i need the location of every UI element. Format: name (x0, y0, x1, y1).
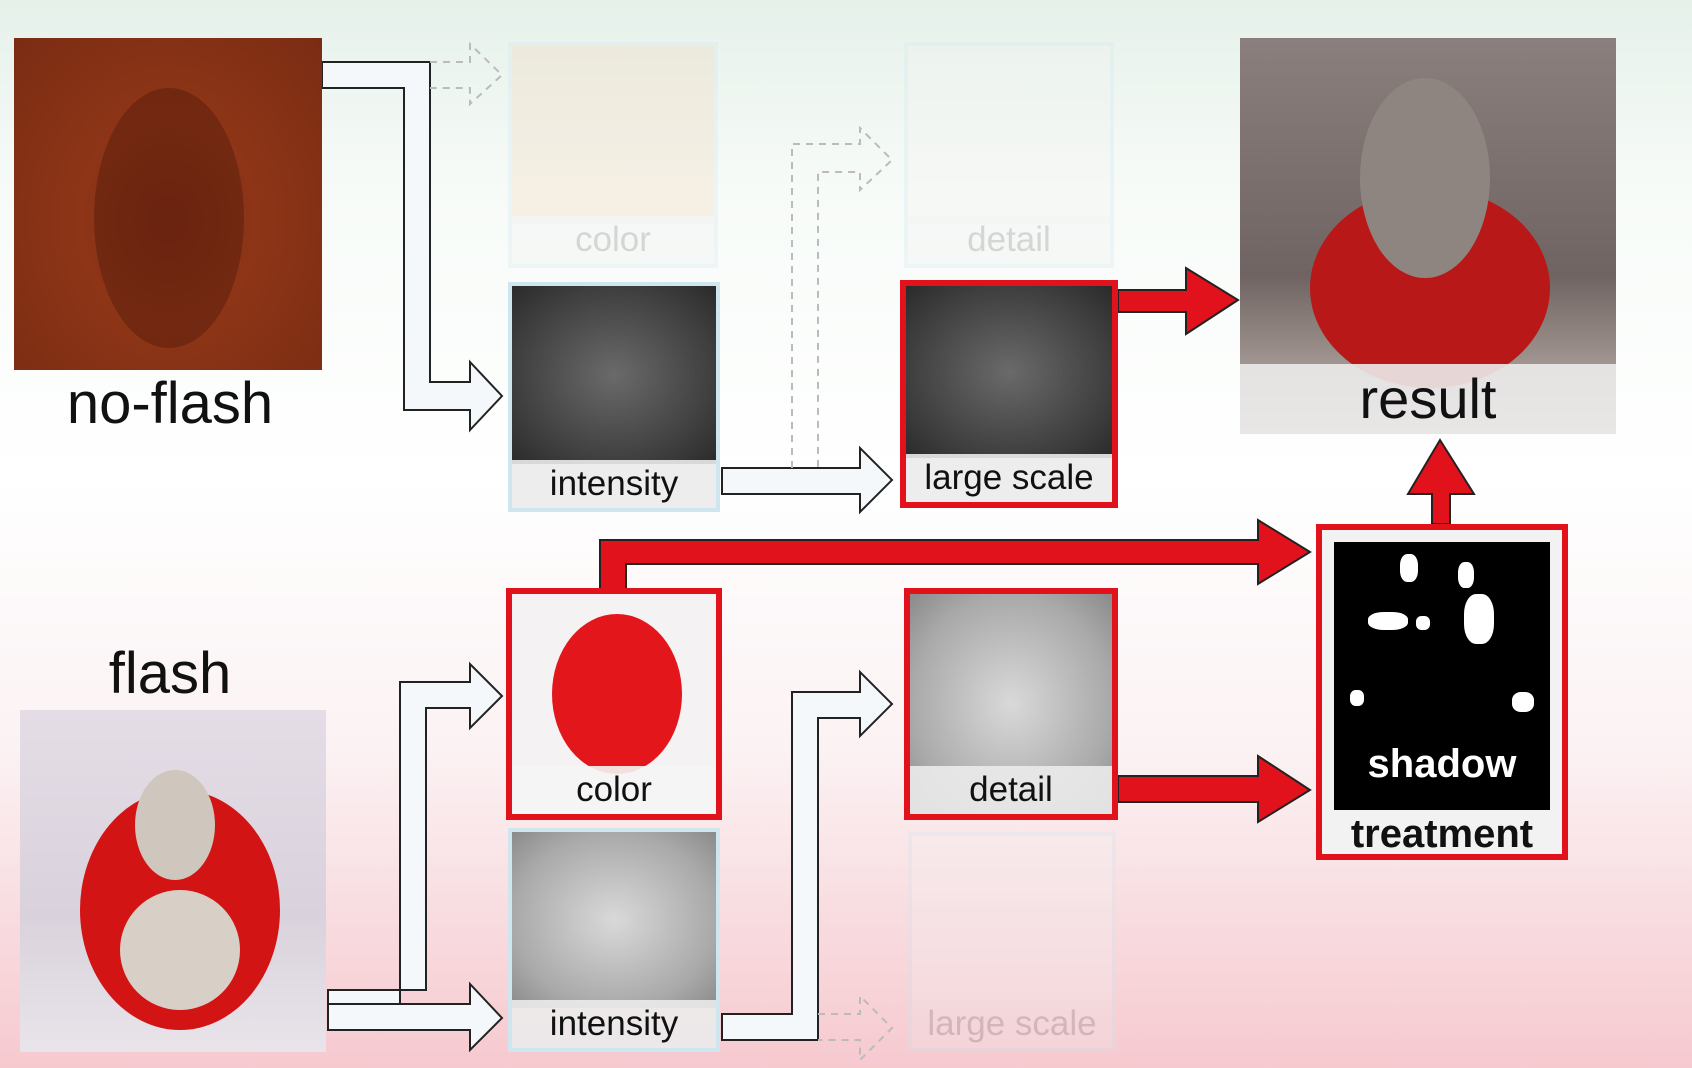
shadow-caption: shadow (1367, 742, 1517, 786)
top-large-scale-panel: large scale (900, 280, 1118, 508)
arrow-intensity-to-largescale (721, 445, 894, 515)
arrow-noflash-to-intensity (321, 61, 504, 433)
monkey-belly (120, 890, 240, 1010)
arrow-flash-intensity-to-detail (721, 669, 894, 1041)
arrow-flash-intensity-to-largescale-faded (818, 993, 894, 1063)
bottom-intensity-caption: intensity (512, 1000, 716, 1048)
red-arrow-color-to-shadow (599, 518, 1312, 593)
monkey-silhouette (94, 88, 244, 348)
bottom-color-panel: color (506, 588, 722, 820)
shadow-mask (1334, 542, 1550, 810)
top-detail-caption: detail (908, 216, 1110, 264)
bottom-large-scale-caption: large scale (912, 1000, 1112, 1048)
result-panel: result (1240, 38, 1616, 434)
shadow-treatment-panel: shadow treatment (1316, 524, 1568, 860)
bottom-large-scale-panel: large scale (908, 832, 1116, 1052)
result-monkey-head (1360, 78, 1490, 278)
bottom-detail-panel: detail (904, 588, 1118, 820)
result-caption: result (1240, 364, 1616, 434)
red-arrow-shadow-to-result (1406, 438, 1476, 525)
bottom-color-monkey (552, 614, 682, 774)
no-flash-image (14, 38, 322, 370)
arrow-intensity-to-detail-faded (791, 125, 894, 468)
top-color-caption: color (512, 216, 714, 264)
top-large-scale-caption: large scale (906, 454, 1112, 502)
bottom-color-caption: color (512, 766, 716, 814)
bottom-intensity-panel: intensity (508, 828, 720, 1052)
top-intensity-caption: intensity (512, 460, 716, 508)
red-arrow-largescale-to-result (1117, 266, 1240, 336)
no-flash-label: no-flash (66, 371, 274, 436)
arrow-noflash-to-color-faded (430, 41, 504, 107)
treatment-caption: treatment (1350, 812, 1534, 856)
flash-label: flash (108, 641, 232, 706)
bottom-detail-caption: detail (910, 766, 1112, 814)
top-intensity-panel: intensity (508, 282, 720, 512)
flash-image (20, 710, 326, 1052)
arrow-flash-to-color (327, 661, 504, 1005)
monkey-face (135, 770, 215, 880)
red-arrow-detail-to-shadow (1117, 754, 1312, 824)
top-color-panel: color (508, 42, 718, 268)
arrow-flash-to-intensity (327, 981, 504, 1053)
top-detail-panel: detail (904, 42, 1114, 268)
